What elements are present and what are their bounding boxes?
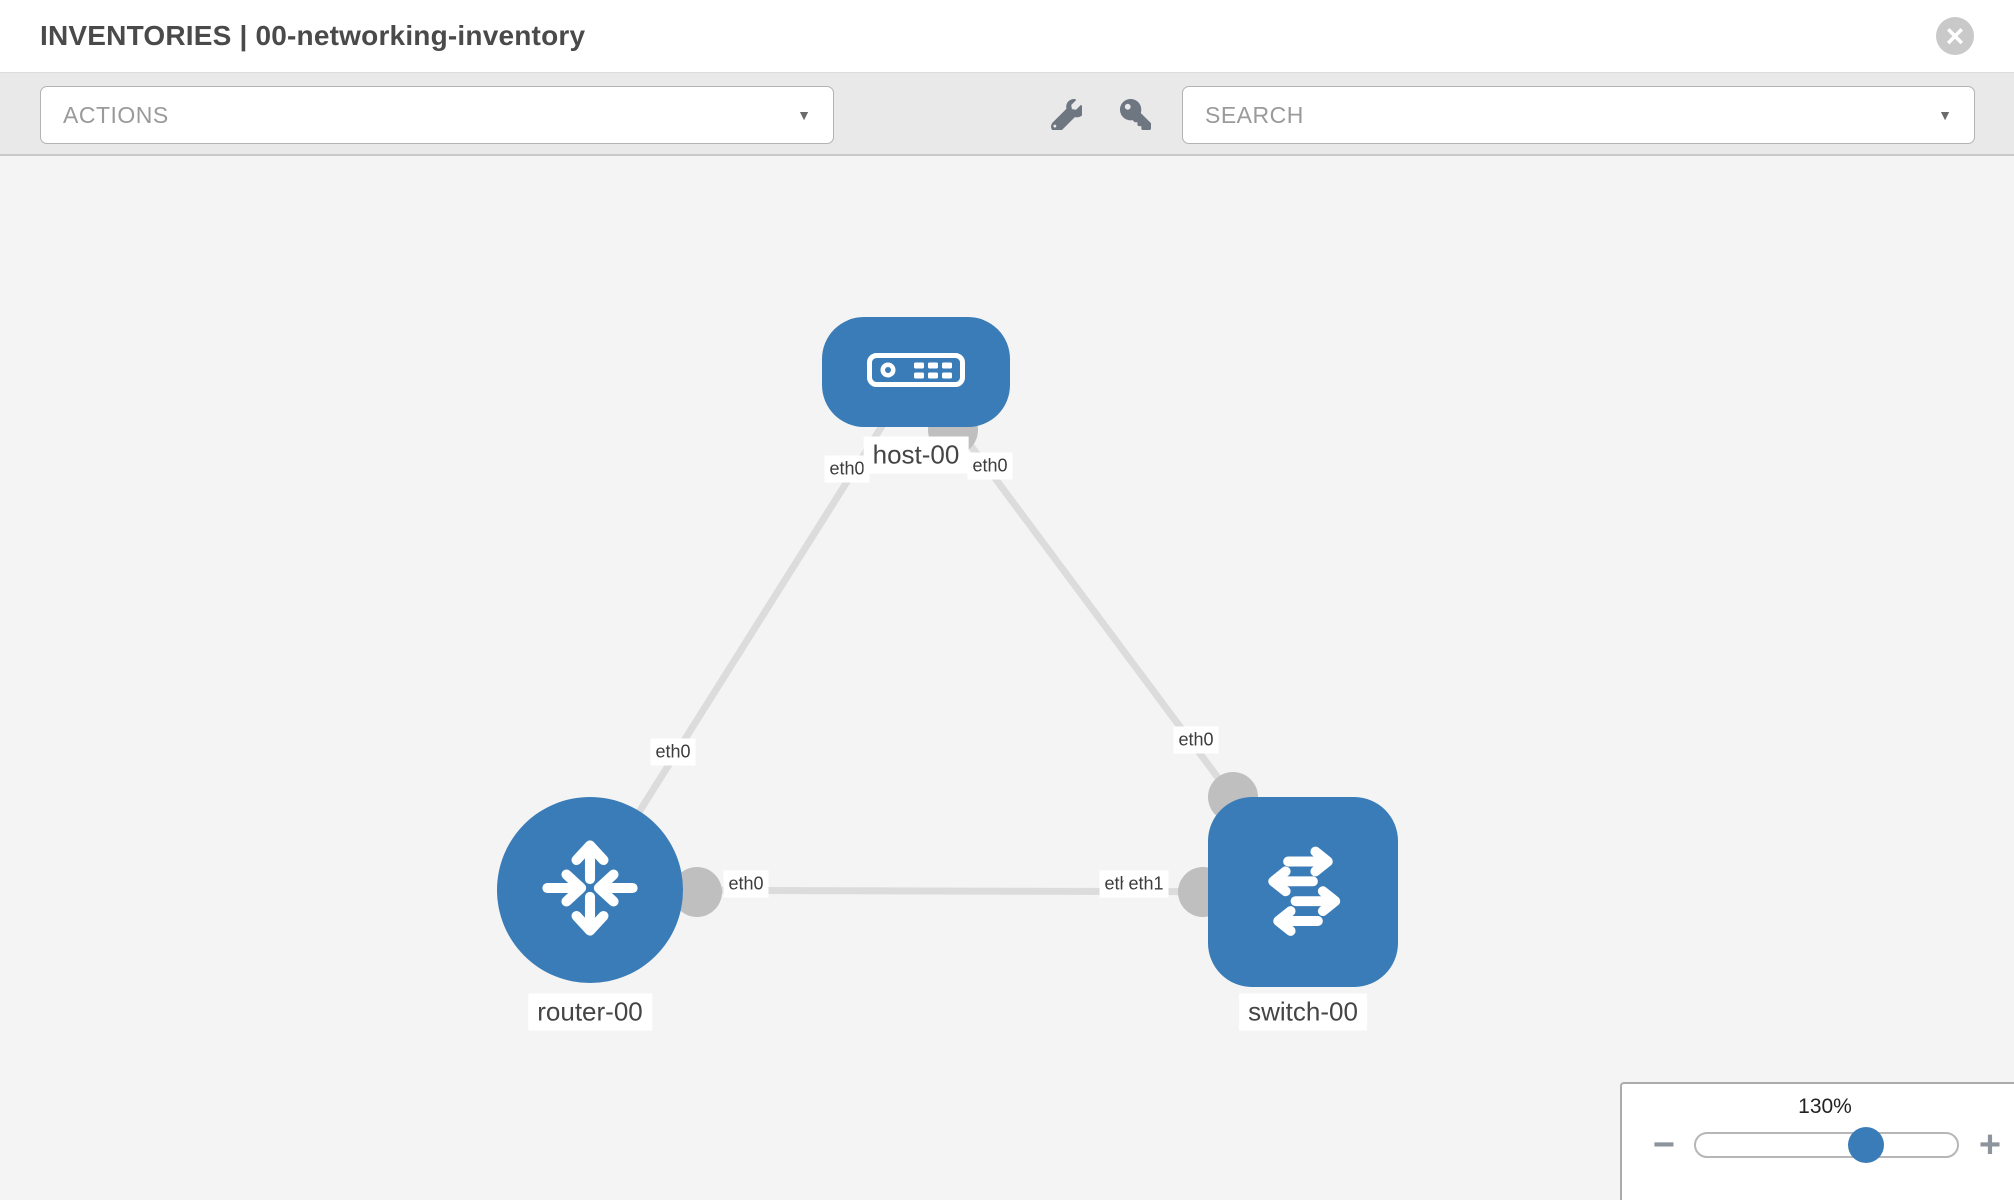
minus-icon: − bbox=[1652, 1124, 1676, 1166]
iface-label-host-eth0-left: eth0 bbox=[824, 455, 870, 483]
router-icon bbox=[534, 832, 646, 949]
search-placeholder: SEARCH bbox=[1205, 101, 1304, 128]
zoom-slider-handle[interactable] bbox=[1848, 1127, 1884, 1163]
iface-label-switch-eth1-left: eth1 bbox=[1123, 870, 1169, 898]
close-button[interactable]: × bbox=[1936, 17, 1974, 55]
toolbar: ACTIONS ▼ SEARCH ▼ bbox=[0, 72, 2014, 156]
iface-label-switch-eth0-top: eth0 bbox=[1173, 726, 1219, 754]
chevron-down-icon: ▼ bbox=[1938, 107, 1952, 123]
zoom-out-button[interactable]: − bbox=[1653, 1126, 1675, 1164]
switch-icon bbox=[1241, 828, 1365, 957]
zoom-control-panel: 130% − + bbox=[1620, 1082, 2014, 1200]
zoom-level-value: 130% bbox=[1798, 1095, 1852, 1118]
iface-label-router-eth0-top: eth0 bbox=[650, 738, 696, 766]
host-icon bbox=[866, 352, 966, 393]
iface-label-router-eth0-right: eth0 bbox=[723, 870, 769, 898]
credentials-button[interactable] bbox=[1115, 97, 1155, 137]
page-title: INVENTORIES | 00-networking-inventory bbox=[40, 20, 586, 51]
port-router-eth0 bbox=[672, 867, 722, 917]
key-icon bbox=[1119, 99, 1151, 135]
node-label-router-00: router-00 bbox=[528, 993, 652, 1031]
zoom-in-button[interactable]: + bbox=[1979, 1126, 2001, 1164]
node-switch-00[interactable] bbox=[1208, 797, 1398, 987]
node-label-host-00: host-00 bbox=[863, 436, 969, 474]
plus-icon: + bbox=[1978, 1124, 2002, 1166]
topology-canvas[interactable]: eth0 eth0 eth0 eth0 eth0 eth0 eth1 host-… bbox=[0, 156, 2014, 1200]
chevron-down-icon: ▼ bbox=[797, 107, 811, 123]
window-header: INVENTORIES | 00-networking-inventory × bbox=[0, 0, 2014, 72]
wrench-icon bbox=[1050, 99, 1085, 135]
iface-label-host-eth0-right: eth0 bbox=[967, 452, 1013, 480]
search-input[interactable]: SEARCH ▼ bbox=[1182, 86, 1975, 144]
topology-edges-layer bbox=[587, 369, 1306, 917]
node-label-switch-00: switch-00 bbox=[1239, 993, 1367, 1031]
close-icon: × bbox=[1945, 18, 1965, 54]
actions-dropdown-label: ACTIONS bbox=[63, 101, 169, 128]
node-host-00[interactable] bbox=[822, 317, 1010, 427]
configure-button[interactable] bbox=[1046, 97, 1086, 137]
zoom-slider-track[interactable] bbox=[1694, 1132, 1959, 1158]
actions-dropdown[interactable]: ACTIONS ▼ bbox=[40, 86, 834, 144]
node-router-00[interactable] bbox=[497, 797, 683, 983]
